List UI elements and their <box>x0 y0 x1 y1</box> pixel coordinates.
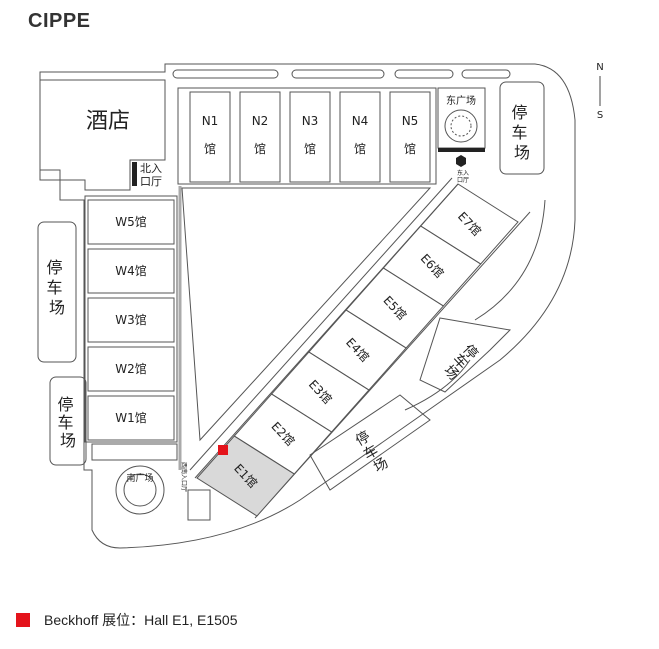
hall-label-suffix: 馆 <box>304 141 316 156</box>
hall-n2 <box>239 91 281 183</box>
compass-south: S <box>597 110 603 121</box>
hall-n5 <box>389 91 431 183</box>
parking-se2 <box>309 394 431 491</box>
southwest-entrance-label: 西南入口厅 <box>180 462 188 492</box>
hall-label: W3馆 <box>115 312 147 327</box>
site-boundary <box>39 63 576 549</box>
hall-label-suffix: 馆 <box>354 141 366 156</box>
hall-label: W5馆 <box>115 214 147 229</box>
hall-label: N5 <box>402 114 419 128</box>
parking-ne-label: 停 车 场 <box>511 103 532 162</box>
west-halls-frame <box>84 195 178 443</box>
north-halls-frame <box>177 87 437 185</box>
hall-w1 <box>87 395 175 441</box>
southwest-entrance-block <box>187 489 211 521</box>
hall-label: N4 <box>352 114 369 128</box>
hall-n3 <box>289 91 331 183</box>
hall-label: E4馆 <box>343 335 373 365</box>
north-entrance-bar <box>132 162 137 186</box>
legend-text: Beckhoff 展位：Hall E1, E1505 <box>44 612 238 628</box>
hall-n4 <box>339 91 381 183</box>
east-plaza-circle <box>444 109 478 143</box>
east-entrance-icon <box>456 155 466 167</box>
hall-label: N3 <box>302 114 319 128</box>
hall-label: E7馆 <box>455 209 485 239</box>
central-courtyard <box>181 187 432 442</box>
legend: Beckhoff 展位：Hall E1, E1505 <box>16 610 238 630</box>
north-road-segments <box>172 69 511 79</box>
parking-w2 <box>49 376 87 466</box>
venue-map: 酒店 北入 口厅 N1 馆 N2 馆 N3 馆 N4 馆 N5 馆 东广场 东入 口厅 停 车 场… <box>37 62 604 549</box>
hall-label: W1馆 <box>115 410 147 425</box>
east-entrance-label: 东入 口厅 <box>457 169 471 184</box>
parking-w1-label: 停 车 场 <box>46 258 67 317</box>
south-plaza-label: 南广场 <box>126 472 153 484</box>
hall-w3 <box>87 297 175 343</box>
hall-label: W4馆 <box>115 263 147 278</box>
hotel-label: 酒店 <box>86 109 130 134</box>
east-plaza-label: 东广场 <box>446 94 476 107</box>
parking-se1-label: 停 车 场 <box>439 341 484 385</box>
hall-label: E3馆 <box>306 377 336 407</box>
hall-label-suffix: 馆 <box>204 141 216 156</box>
hall-label-suffix: 馆 <box>404 141 416 156</box>
south-plaza-circle <box>115 465 165 515</box>
west-halls: W5馆 W4馆 W3馆 W2馆 W1馆 <box>87 199 175 441</box>
hall-w4 <box>87 248 175 294</box>
parking-ne <box>499 81 545 175</box>
hall-n1 <box>189 91 231 183</box>
parking-se1 <box>419 317 512 393</box>
hall-w5 <box>87 199 175 245</box>
parking-se2-label: 停 车 场 <box>353 425 393 477</box>
hall-label-suffix: 馆 <box>254 141 266 156</box>
hall-label: W2馆 <box>115 361 147 376</box>
legend-marker-icon <box>16 613 30 627</box>
parking-w1 <box>37 221 77 363</box>
hall-label: E5馆 <box>380 293 410 323</box>
hotel-block <box>39 79 166 191</box>
hall-label: N2 <box>252 114 269 128</box>
beckhoff-booth-marker <box>218 445 228 455</box>
hall-label: N1 <box>202 114 219 128</box>
hall-e7 <box>419 183 519 265</box>
north-entrance-label: 北入 口厅 <box>140 162 166 188</box>
map-title: CIPPE <box>28 10 91 32</box>
parking-w2-label: 停 车 场 <box>57 395 78 450</box>
west-halls-annex <box>91 443 178 461</box>
north-halls: N1 馆 N2 馆 N3 馆 N4 馆 N5 馆 <box>189 91 431 183</box>
hall-label: E6馆 <box>418 251 448 281</box>
compass-north: N <box>596 62 603 73</box>
hall-label: E2馆 <box>268 419 298 449</box>
hall-w2 <box>87 346 175 392</box>
east-entrance-bar <box>438 148 485 152</box>
